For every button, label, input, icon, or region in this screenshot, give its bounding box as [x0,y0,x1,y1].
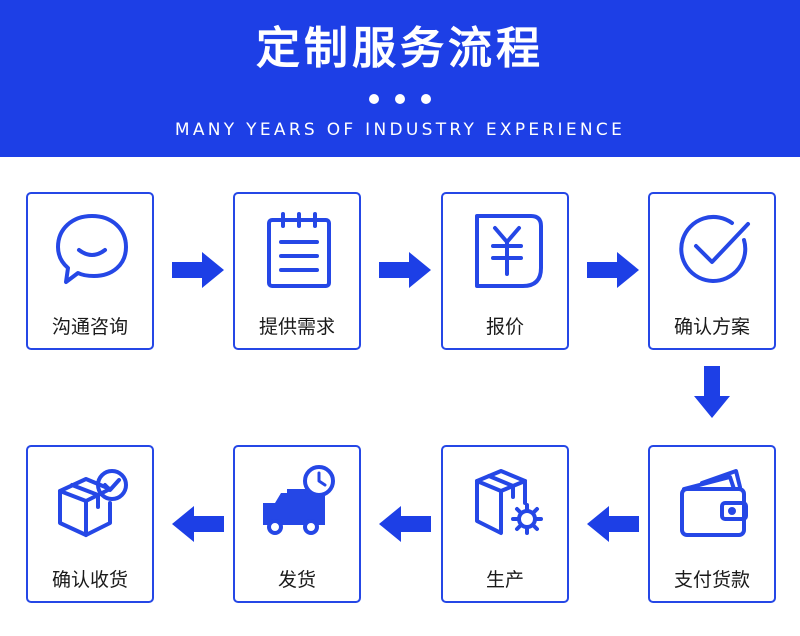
dots-decoration [0,94,800,104]
step-card-confirm-receipt: 确认收货 [26,445,154,603]
dot [421,94,431,104]
step-card-payment: 支付货款 [648,445,776,603]
step-card-requirements: 提供需求 [233,192,361,350]
dot [395,94,405,104]
delivery-truck-icon [263,465,335,535]
clipboard-icon [267,212,331,288]
step-label: 发货 [277,569,316,591]
chat-bubble-icon [56,214,128,284]
check-circle-icon [679,214,750,283]
arrow-right-icon [172,252,224,288]
step-label: 报价 [485,316,524,338]
page-title: 定制服务流程 [256,23,544,74]
step-label: 生产 [485,569,524,591]
step-card-consult: 沟通咨询 [26,192,154,350]
page-subtitle: MANY YEARS OF INDUSTRY EXPERIENCE [174,120,626,140]
dot [369,94,379,104]
arrow-right-icon [587,252,639,288]
step-card-production: 生产 [441,445,569,603]
step-label: 提供需求 [258,316,335,338]
header-banner: 定制服务流程 MANY YEARS OF INDUSTRY EXPERIENCE [0,0,800,157]
arrow-left-icon [587,506,639,542]
arrow-left-icon [379,506,431,542]
arrow-down-icon [694,366,730,418]
step-card-confirm-plan: 确认方案 [648,192,776,350]
step-label: 沟通咨询 [51,316,128,338]
box-gear-icon [475,469,543,535]
step-card-ship: 发货 [233,445,361,603]
wallet-icon [680,469,748,537]
step-label: 确认方案 [673,316,750,338]
arrow-right-icon [379,252,431,288]
box-check-icon [58,469,128,537]
step-label: 支付货款 [673,569,750,591]
step-label: 确认收货 [51,569,128,591]
arrow-left-icon [172,506,224,542]
step-card-quote: 报价 [441,192,569,350]
yuan-document-icon [475,214,543,288]
